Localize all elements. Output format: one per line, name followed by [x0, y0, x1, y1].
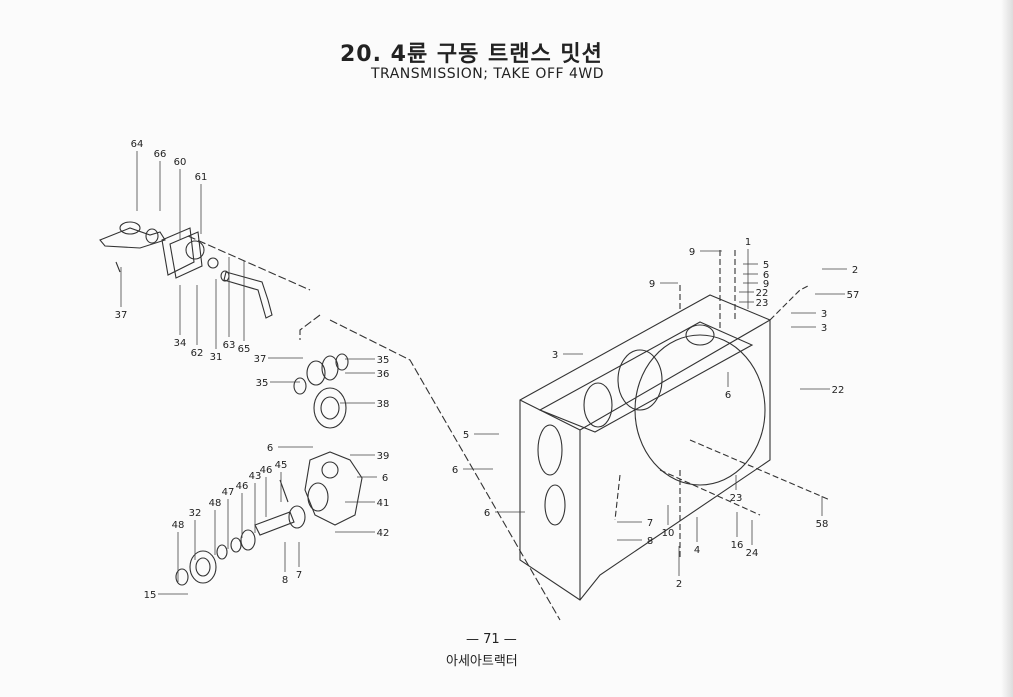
callout-label: 6	[725, 390, 731, 401]
callout-label: 7	[647, 518, 653, 529]
callout-label: 4	[694, 545, 700, 556]
callout-label: 5	[463, 430, 469, 441]
callout-label: 9	[689, 247, 695, 258]
callout-label: 62	[191, 348, 204, 359]
output-shaft-part	[175, 479, 306, 586]
brand-name: 아세아트랙터	[446, 654, 518, 669]
callout-label: 15	[144, 590, 157, 601]
callout-label: 8	[282, 575, 288, 586]
callout-label: 6	[452, 465, 458, 476]
callout-label: 6	[382, 473, 388, 484]
callout-label: 37	[254, 354, 267, 365]
callout-label: 6	[763, 270, 769, 281]
callout-label: 22	[756, 288, 769, 299]
callout-label: 43	[249, 471, 262, 482]
scan-edge-shadow	[1001, 0, 1013, 697]
callout-label: 48	[172, 520, 185, 531]
callout-label: 36	[377, 369, 390, 380]
callout-label: 46	[260, 465, 273, 476]
callout-label: 61	[195, 172, 208, 183]
callout-label: 9	[763, 279, 769, 290]
callout-label: 3	[821, 323, 827, 334]
axis-line	[679, 250, 736, 330]
callout-label: 8	[647, 536, 653, 547]
callout-label: 46	[236, 481, 249, 492]
callout-label: 5	[763, 260, 769, 271]
callout-label: 7	[296, 570, 302, 581]
callout-label: 23	[730, 493, 743, 504]
axis-line	[187, 235, 311, 291]
page-title-korean: 20. 4륜 구동 트랜스 밋션	[340, 42, 603, 67]
callout-label: 38	[377, 399, 390, 410]
callout-label: 16	[731, 540, 744, 551]
gear-group	[293, 353, 349, 429]
callout-label: 63	[223, 340, 236, 351]
callout-label: 41	[377, 498, 390, 509]
page-number: — 71 —	[466, 632, 517, 647]
front-drive-case-part	[304, 451, 363, 526]
callout-label: 3	[552, 350, 558, 361]
callout-label: 64	[131, 139, 144, 150]
callout-label: 39	[377, 451, 390, 462]
parts-drawing	[99, 221, 831, 621]
callout-label: 23	[756, 298, 769, 309]
transmission-housing-part	[519, 294, 771, 601]
callout-label: 22	[832, 385, 845, 396]
pto-lever-part	[99, 221, 166, 273]
cover-plate-part	[161, 227, 219, 279]
callout-label: 66	[154, 149, 167, 160]
callout-label: 31	[210, 352, 223, 363]
page-title-english: TRANSMISSION; TAKE OFF 4WD	[371, 66, 605, 82]
callout-label: 1	[745, 237, 751, 248]
callout-label: 37	[115, 310, 128, 321]
callout-label: 9	[649, 279, 655, 290]
callout-label: 34	[174, 338, 187, 349]
callout-label: 45	[275, 460, 288, 471]
callout-label: 42	[377, 528, 390, 539]
callout-label: 3	[821, 309, 827, 320]
axis-line	[299, 314, 561, 621]
callout-label: 47	[222, 487, 235, 498]
callout-label: 35	[256, 378, 269, 389]
callout-label: 58	[816, 519, 829, 530]
callout-label: 6	[484, 508, 490, 519]
callout-label: 32	[189, 508, 202, 519]
axis-line	[769, 284, 811, 321]
callout-label: 6	[267, 443, 273, 454]
callout-label: 2	[676, 579, 682, 590]
callout-label: 35	[377, 355, 390, 366]
callout-label: 2	[852, 265, 858, 276]
callout-label: 65	[238, 344, 251, 355]
callout-label: 48	[209, 498, 222, 509]
axis-line	[614, 439, 831, 560]
callout-label: 57	[847, 290, 860, 301]
callout-label: 10	[662, 528, 675, 539]
callout-label: 24	[746, 548, 759, 559]
callout-label: 60	[174, 157, 187, 168]
